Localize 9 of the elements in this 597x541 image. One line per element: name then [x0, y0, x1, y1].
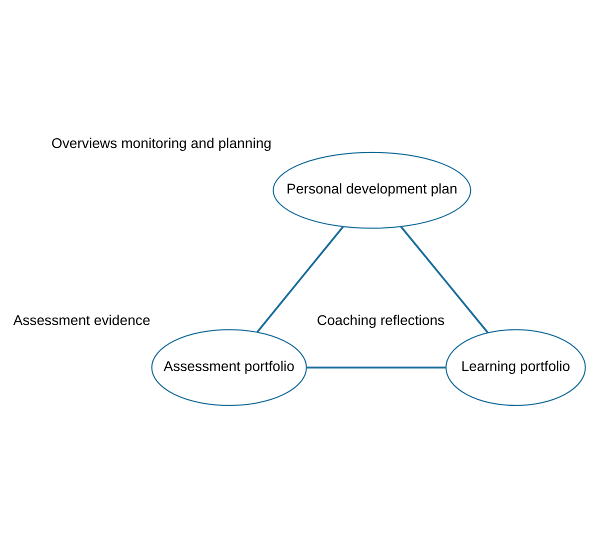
node-ellipse: Learning portfolio [445, 328, 586, 406]
node-ellipse: Personal development plan [272, 151, 472, 228]
connector [400, 226, 489, 333]
node-label: Overviews monitoring and planning [51, 134, 272, 150]
node-ellipse: Assessment portfolio [151, 328, 307, 406]
node-label: Assessment evidence [13, 312, 150, 328]
node-label: Coaching reflections [316, 312, 445, 328]
connector [256, 226, 344, 332]
connector [306, 366, 446, 368]
